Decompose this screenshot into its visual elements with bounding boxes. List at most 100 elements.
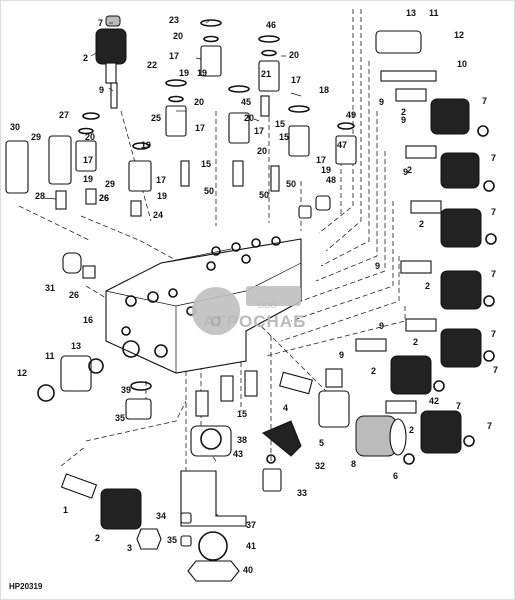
callout-35: 35 (167, 535, 177, 545)
solenoid-row-3 (410, 200, 497, 248)
callout-19: 19 (141, 140, 151, 150)
callout-19: 19 (179, 68, 189, 78)
callout-19: 19 (321, 165, 331, 175)
callout-17: 17 (291, 75, 301, 85)
callout-12: 12 (17, 368, 27, 378)
callout-20: 20 (85, 132, 95, 142)
callout-35: 35 (115, 413, 125, 423)
callout-20: 20 (194, 97, 204, 107)
callout-9: 9 (339, 350, 344, 360)
callout-22: 22 (147, 60, 157, 70)
callout-43: 43 (233, 449, 243, 459)
callout-30: 30 (10, 122, 20, 132)
callout-9: 9 (401, 115, 406, 125)
callout-38: 38 (237, 435, 247, 445)
callout-17: 17 (156, 175, 166, 185)
callout-9: 9 (99, 85, 104, 95)
callout-15: 15 (279, 132, 289, 142)
callout-15: 15 (237, 409, 247, 419)
callout-49: 49 (346, 110, 356, 120)
callout-11: 11 (45, 351, 55, 361)
callout-3: 3 (127, 543, 132, 553)
callout-26: 26 (99, 193, 109, 203)
callout-17: 17 (169, 51, 179, 61)
callout-7: 7 (456, 401, 461, 411)
callout-50: 50 (204, 186, 214, 196)
callout-46: 46 (266, 20, 276, 30)
callout-7: 7 (487, 421, 492, 431)
callout-25: 25 (151, 113, 161, 123)
callout-4: 4 (283, 403, 288, 413)
solenoid-row-7 (385, 400, 475, 454)
callout-7: 7 (491, 207, 496, 217)
callout-12: 12 (454, 30, 464, 40)
callout-40: 40 (243, 565, 253, 575)
callout-42: 42 (429, 396, 439, 406)
callout-13: 13 (406, 8, 416, 18)
callout-7: 7 (491, 269, 496, 279)
callout-9: 9 (379, 321, 384, 331)
callout-13: 13 (71, 341, 81, 351)
callout-20: 20 (289, 50, 299, 60)
solenoid-row-4 (400, 260, 495, 310)
callout-50: 50 (286, 179, 296, 189)
callout-31: 31 (45, 283, 55, 293)
callout-7: 7 (491, 153, 496, 163)
callout-24: 24 (153, 210, 163, 220)
callout-2: 2 (425, 281, 430, 291)
callout-37: 37 (246, 520, 256, 530)
callout-leaders (42, 20, 302, 200)
callout-18: 18 (319, 85, 329, 95)
callout-20: 20 (244, 113, 254, 123)
callout-20: 20 (173, 31, 183, 41)
callout-45: 45 (241, 97, 251, 107)
callout-2: 2 (83, 53, 88, 63)
solenoid-row-5 (405, 318, 495, 368)
callout-23: 23 (169, 15, 179, 25)
callout-19: 19 (157, 191, 167, 201)
callout-7: 7 (482, 96, 487, 106)
watermark-company: АГРОСНАБ (203, 312, 306, 331)
callout-19: 19 (83, 174, 93, 184)
callout-26: 26 (99, 193, 109, 203)
callout-2: 2 (419, 219, 424, 229)
callout-2: 2 (409, 425, 414, 435)
callout-10: 10 (457, 59, 467, 69)
callout-17: 17 (254, 126, 264, 136)
callout-29: 29 (31, 132, 41, 142)
figure-reference: HP20319 (9, 582, 43, 591)
callout-2: 2 (407, 165, 412, 175)
callout-6: 6 (393, 471, 398, 481)
callout-8: 8 (351, 459, 356, 469)
callout-50: 50 (259, 190, 269, 200)
watermark-prefix: ООО (258, 301, 277, 310)
callout-2: 2 (371, 366, 376, 376)
callout-9: 9 (403, 167, 408, 177)
solenoid-row-1 (395, 88, 489, 137)
callout-27: 27 (59, 110, 69, 120)
callout-15: 15 (201, 159, 211, 169)
callout-41: 41 (246, 541, 256, 551)
callout-21: 21 (261, 69, 271, 79)
callout-7: 7 (493, 365, 498, 375)
callout-17: 17 (316, 155, 326, 165)
callout-34: 34 (156, 511, 166, 521)
callout-9: 9 (379, 97, 384, 107)
callout-39: 39 (121, 385, 131, 395)
callout-29: 29 (105, 179, 115, 189)
solenoid-row-2 (405, 145, 495, 192)
callout-2: 2 (401, 107, 406, 117)
callout-19: 19 (197, 68, 207, 78)
callout-labels: 7292320172219201746201721194520171849471… (10, 8, 498, 575)
callout-2: 2 (95, 533, 100, 543)
callout-5: 5 (319, 438, 324, 448)
callout-28: 28 (35, 191, 45, 201)
callout-7: 7 (98, 18, 103, 28)
callout-9: 9 (375, 261, 380, 271)
callout-16: 16 (83, 315, 93, 325)
callout-26: 26 (69, 290, 79, 300)
solenoid-row-6 (355, 338, 445, 395)
callout-17: 17 (195, 123, 205, 133)
